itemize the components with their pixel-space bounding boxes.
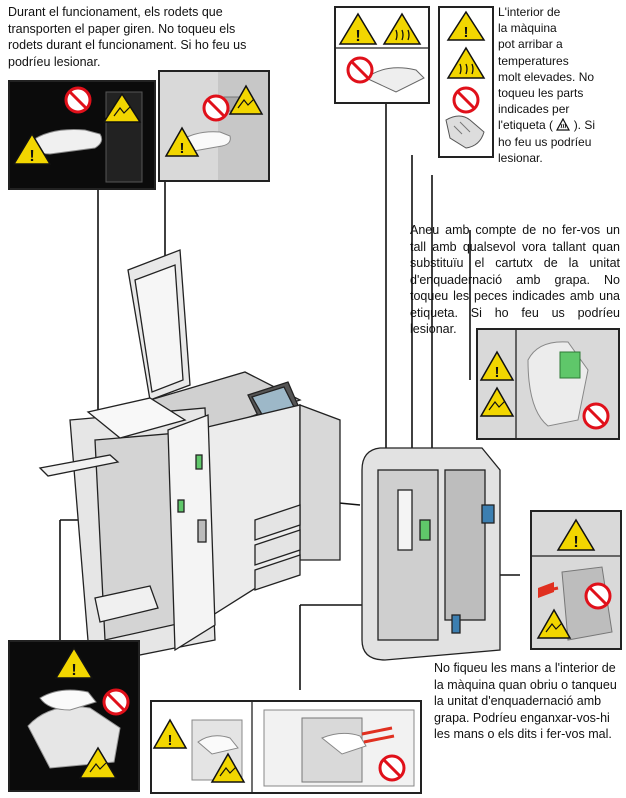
warning-icon: ! bbox=[152, 718, 188, 749]
hot-text-line-end: ). Si bbox=[573, 118, 596, 133]
roller-hazard-label-light: ! bbox=[158, 70, 270, 182]
warning-icon: ! bbox=[479, 350, 515, 381]
hand-pinch-hazard-icon bbox=[210, 752, 246, 783]
rollers-warning-text: Durant el funcionament, els rodets que t… bbox=[8, 5, 247, 69]
svg-text:!: ! bbox=[71, 662, 76, 679]
hot-text-line-start: l'etiqueta ( bbox=[498, 118, 553, 133]
copier-body bbox=[38, 249, 341, 666]
svg-text:!: ! bbox=[573, 534, 578, 551]
hot-text-line: temperatures bbox=[498, 53, 569, 68]
prohibition-icon bbox=[584, 582, 612, 610]
hot-surface-icon bbox=[446, 46, 486, 79]
warning-icon: ! bbox=[164, 126, 200, 157]
hand-pinch-hazard-icon bbox=[536, 608, 572, 639]
svg-text:!: ! bbox=[168, 732, 173, 749]
pinch-hazard-label-right: ! bbox=[530, 510, 622, 650]
svg-text:!: ! bbox=[180, 140, 185, 157]
hot-text-line: pot arribar a bbox=[498, 37, 563, 52]
finisher-hazard-label-dark: ! bbox=[8, 640, 140, 792]
hot-interior-warning-text: L'interior de la màquina pot arribar a t… bbox=[498, 4, 624, 166]
hot-symbol-icon bbox=[556, 118, 571, 132]
hot-surface-label-right: ! bbox=[438, 6, 494, 158]
hot-text-line: la màquina bbox=[498, 21, 557, 36]
hands-pinch-warning-text: No fiqueu les mans a l'interior de la mà… bbox=[434, 661, 617, 741]
prohibition-icon bbox=[102, 688, 130, 716]
warning-icon: ! bbox=[12, 132, 52, 165]
hot-text-line: L'interior de bbox=[498, 5, 561, 19]
hot-text-line: ho feu us podríeu bbox=[498, 134, 592, 149]
hand-pinch-hazard-icon bbox=[78, 746, 118, 779]
prohibition-icon bbox=[452, 86, 480, 114]
hot-surface-icon bbox=[382, 12, 422, 45]
warning-icon: ! bbox=[556, 518, 596, 551]
warning-icon: ! bbox=[446, 10, 486, 41]
svg-text:!: ! bbox=[29, 148, 34, 165]
hand-pinch-hazard-icon bbox=[479, 386, 515, 417]
hot-text-line: molt elevades. No bbox=[498, 69, 595, 84]
hot-text-line: indicades per bbox=[498, 102, 570, 117]
staple-cartridge-label: ! bbox=[476, 328, 620, 440]
hot-text-line: toqueu les parts bbox=[498, 86, 584, 101]
hot-surface-label-left: ! bbox=[334, 6, 430, 104]
staple-cartridge-warning-text: Aneu amb compte de no fer-vos un tall am… bbox=[410, 223, 620, 336]
roller-hazard-label-dark: ! bbox=[8, 80, 156, 190]
staple-unit-pinch-label: ! bbox=[150, 700, 422, 794]
svg-text:!: ! bbox=[355, 28, 360, 45]
hot-text-line: lesionar. bbox=[498, 150, 543, 165]
warning-icon: ! bbox=[54, 646, 94, 679]
svg-text:!: ! bbox=[464, 24, 469, 41]
hot-text-line: l'etiqueta ( ). Si bbox=[498, 117, 624, 133]
svg-text:!: ! bbox=[495, 364, 500, 381]
hand-pinch-hazard-icon bbox=[102, 92, 142, 123]
prohibition-icon bbox=[202, 94, 230, 122]
warning-icon: ! bbox=[338, 12, 378, 45]
prohibition-icon bbox=[346, 56, 374, 84]
staple-unit-closeup bbox=[361, 447, 501, 661]
prohibition-icon bbox=[64, 86, 92, 114]
prohibition-icon bbox=[582, 402, 610, 430]
prohibition-icon bbox=[378, 754, 406, 782]
hand-pinch-hazard-icon bbox=[228, 84, 264, 115]
